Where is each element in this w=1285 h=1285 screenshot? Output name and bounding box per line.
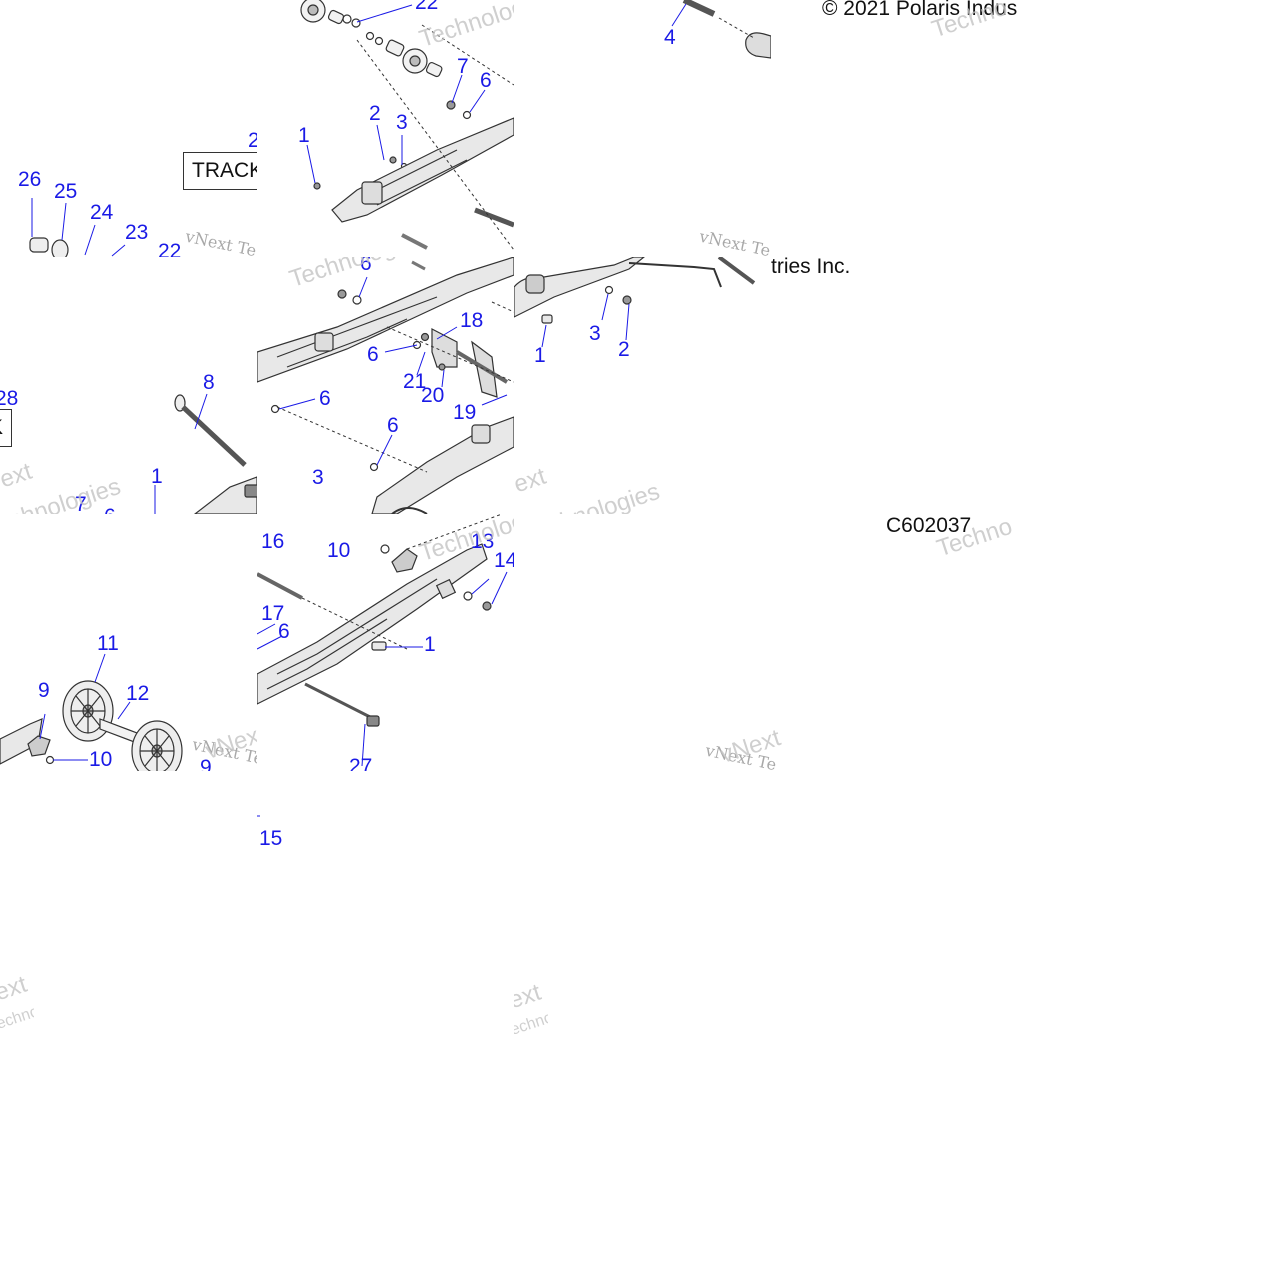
diagram-tile-watermark-bottom-mid: ext echnologies (514, 975, 548, 1035)
diagram-tile-figure-code: C602037 Techno (771, 514, 1028, 771)
callout-26: 26 (18, 168, 42, 191)
callout-22: 22 (415, 0, 439, 14)
diagram-tile-wheels: 11 12 9 10 27 9 vNext Te vNext (0, 514, 257, 771)
diagram-tile-copyright: © 2021 Polaris Indus Techno (771, 0, 1028, 257)
callout-3: 3 (589, 322, 601, 345)
callout-1: 1 (151, 465, 163, 488)
watermark-text: ext (514, 978, 545, 1015)
callout-9: 9 (38, 679, 50, 702)
track-label-box: TRACK (183, 152, 257, 190)
callout-27: 27 (349, 755, 373, 771)
lower-rail-drawing (257, 514, 508, 767)
front-rail-drawing (257, 257, 514, 514)
callout-9: 9 (200, 756, 212, 771)
callout-1: 1 (424, 633, 436, 656)
diagram-tile-axle: 28 K 8 5 1 7 6 ext echnologies (0, 257, 257, 514)
callout-14: 14 (494, 549, 514, 572)
callout-13: 13 (471, 530, 495, 553)
callout-21: 21 (403, 370, 427, 393)
callout-7: 7 (457, 55, 469, 78)
callout-3: 3 (396, 111, 408, 134)
diagram-tile-fragment: 15 (257, 771, 297, 861)
callout-16: 16 (261, 530, 285, 553)
diagram-tile-watermark-bottom-left: ext echnologies (0, 965, 34, 1030)
callout-12: 12 (126, 682, 150, 705)
idler-drawing (29, 198, 126, 257)
rear-rail-drawing (300, 0, 514, 251)
diagram-tile-rear-rail: 22 7 6 2 3 1 Technologies (257, 0, 514, 257)
callout-28: 28 (0, 387, 19, 410)
shaft-drawing (671, 0, 771, 59)
callout-18: 18 (460, 309, 484, 332)
axle-drawing (154, 393, 257, 514)
diagram-tile-watermark: vNext Te vNext (700, 728, 805, 790)
track-label: K (0, 416, 3, 439)
copyright-tail: tries Inc. (771, 257, 851, 278)
callout-1: 1 (534, 344, 546, 367)
callout-2: 2 (618, 338, 630, 361)
callout-17: 17 (261, 602, 285, 625)
callout-25: 25 (54, 180, 78, 203)
callout-2: 2 (248, 129, 257, 152)
callout-8: 8 (203, 371, 215, 394)
callout-3: 3 (312, 466, 324, 489)
callout-22: 22 (158, 240, 182, 257)
diagram-tile-front-rail: 6 18 6 21 20 19 6 6 Technologies (257, 257, 514, 514)
figure-code: C602037 (886, 514, 972, 537)
callout-6: 6 (360, 257, 372, 275)
callout-24: 24 (90, 201, 114, 224)
track-label: TRACK (192, 159, 257, 182)
diagram-tile-copyright-tail: tries Inc. (771, 257, 1028, 514)
callout-4: 4 (664, 26, 676, 49)
callout-2: 2 (369, 102, 381, 125)
diagram-tile-rail-front: 3 1 2 ext echnologies (514, 257, 771, 514)
track-label-box-partial: K (0, 409, 13, 447)
wheels-drawing (0, 653, 183, 771)
callout-6: 6 (480, 69, 492, 92)
watermark-text: ext (0, 970, 31, 1007)
callout-19: 19 (453, 401, 477, 424)
callout-1: 1 (298, 124, 310, 147)
diagram-tile-idler: 2 TRACK 26 25 24 23 22 vNext Te (0, 0, 257, 257)
callout-6: 6 (387, 414, 399, 437)
callout-20: 20 (421, 384, 445, 407)
copyright-text: © 2021 Polaris Indus (822, 0, 1018, 20)
callout-7: 7 (75, 493, 87, 514)
callout-10: 10 (89, 748, 113, 771)
callout-10: 10 (327, 539, 351, 562)
diagram-tile-lower-rail: 16 10 13 14 17 6 1 27 Technologies (257, 514, 514, 771)
callout-6: 6 (319, 387, 331, 410)
diagram-tile-shaft: 4 vNext Te (514, 0, 771, 257)
callout-6: 6 (278, 620, 290, 643)
callout-11: 11 (97, 632, 119, 655)
callout-6: 6 (367, 343, 379, 366)
fragment-drawing (257, 815, 260, 817)
callout-23: 23 (125, 221, 149, 244)
rail-front-drawing (514, 257, 756, 348)
callout-6: 6 (104, 506, 116, 514)
callout-15: 15 (259, 827, 283, 850)
